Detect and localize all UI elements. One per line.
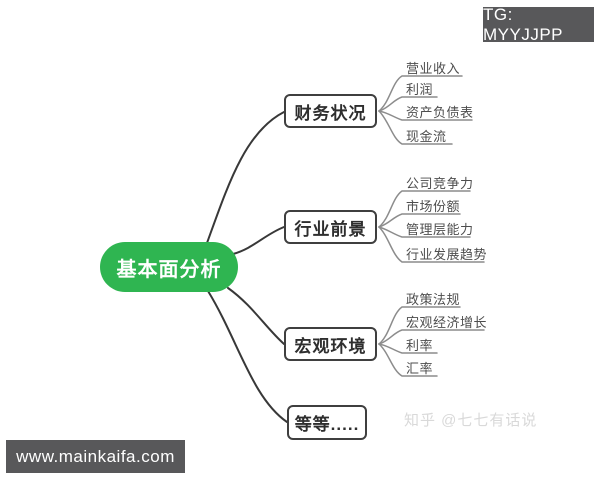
leaf-cash-flow: 现金流 (406, 129, 447, 144)
leaf-operating-revenue: 营业收入 (406, 61, 461, 76)
branch-node-financial-status: 财务状况 (284, 94, 377, 128)
leaf-balance-sheet: 资产负债表 (406, 105, 474, 120)
branch-node-etc: 等等..... (287, 405, 367, 440)
leaf-interest-rate: 利率 (406, 338, 434, 353)
leaf-macro-growth: 宏观经济增长 (406, 315, 488, 330)
branch-node-macro-environment: 宏观环境 (284, 327, 377, 361)
leaf-management-capability: 管理层能力 (406, 222, 474, 237)
telegram-badge: TG: MYYJJPP (483, 5, 594, 44)
root-node-fundamental-analysis: 基本面分析 (100, 242, 238, 292)
website-badge: www.mainkaifa.com (6, 440, 185, 473)
leaf-profit: 利润 (406, 82, 434, 97)
leaf-market-share: 市场份额 (406, 199, 461, 214)
branch-node-industry-prospects: 行业前景 (284, 210, 377, 244)
leaf-policy-regulations: 政策法规 (406, 292, 461, 307)
zhihu-watermark: 知乎 @七七有话说 (404, 412, 538, 429)
leaf-company-competitiveness: 公司竞争力 (406, 176, 474, 191)
leaf-industry-trend: 行业发展趋势 (406, 247, 488, 262)
leaf-exchange-rate: 汇率 (406, 361, 434, 376)
